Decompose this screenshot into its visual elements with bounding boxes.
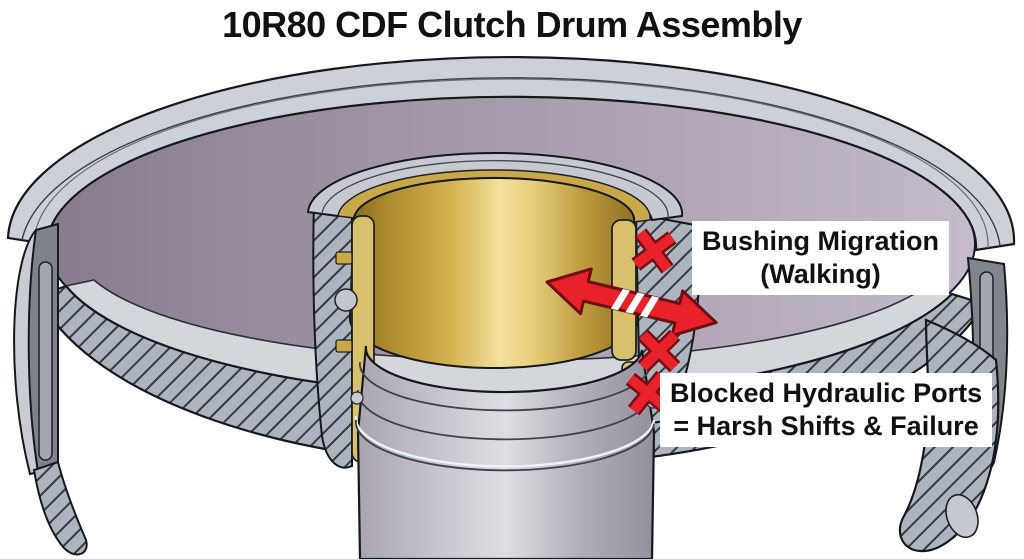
bushing-migration-label-line1: Bushing Migration bbox=[702, 226, 939, 256]
hub-left-wall-cut bbox=[312, 196, 353, 469]
blocked-ports-label: Blocked Hydraulic Ports = Harsh Shifts &… bbox=[660, 373, 993, 447]
clutch-hub bbox=[306, 151, 702, 559]
drum-left-wall-edge bbox=[13, 222, 88, 556]
bushing-bore-surface bbox=[348, 176, 640, 370]
left-spline-slot bbox=[38, 261, 53, 461]
sleeve-groove-nub-left bbox=[350, 391, 364, 405]
x-mark-icon-top bbox=[631, 228, 677, 274]
migration-arrow-icon bbox=[545, 267, 718, 338]
hydraulic-port-tab-upper bbox=[335, 251, 353, 265]
hub-rim-lip-line bbox=[321, 160, 669, 219]
rim-lip-line-outer bbox=[21, 77, 1001, 247]
blocked-ports-label-line2: = Harsh Shifts & Failure bbox=[673, 410, 979, 441]
x-mark-icon-middle bbox=[637, 329, 681, 373]
right-lip-tip bbox=[945, 493, 979, 539]
left-bottom-lip-cut bbox=[32, 460, 88, 556]
page-title: 10R80 CDF Clutch Drum Assembly bbox=[222, 4, 802, 45]
bushing-migration-label: Bushing Migration (Walking) bbox=[692, 221, 949, 295]
bushing-migration-label-line2: (Walking) bbox=[760, 258, 881, 289]
hub-shaft-sleeve bbox=[356, 345, 656, 559]
drum-top-rim bbox=[6, 55, 1016, 252]
hydraulic-port-tab-lower bbox=[335, 339, 353, 353]
sleeve-ring-line-3 bbox=[355, 419, 655, 472]
blocked-ports-label-line1: Blocked Hydraulic Ports bbox=[670, 378, 983, 408]
check-ball-port bbox=[334, 288, 358, 312]
rim-lip-line-inner bbox=[33, 78, 989, 249]
sleeve-ring-highlight bbox=[354, 415, 656, 468]
x-mark-icon-bottom bbox=[625, 370, 671, 416]
sleeve-ring-line-2 bbox=[357, 389, 653, 441]
